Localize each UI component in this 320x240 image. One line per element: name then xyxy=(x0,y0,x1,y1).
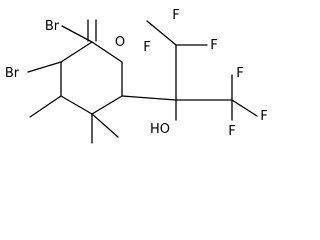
carbonyl-bond xyxy=(87,19,97,42)
bond-c4-quat xyxy=(121,95,177,101)
oxygen-label: O xyxy=(115,35,125,50)
fluorine-label-top-right: F xyxy=(210,38,217,53)
bond-c1-c2 xyxy=(60,41,93,63)
bond-cf3-upper-f-top xyxy=(146,20,177,46)
hydroxyl-label: HO xyxy=(150,122,170,137)
bond-c2-c3 xyxy=(91,41,123,63)
side-chain-bonds xyxy=(146,20,258,121)
fluorine-label-top-left: F xyxy=(172,8,179,23)
bond-cf3-lower-f-right xyxy=(231,99,258,117)
fluorine-label-right: F xyxy=(260,109,267,124)
bond-c5-c6 xyxy=(60,95,93,115)
molecule-structure: Br Br O HO F F F F F F xyxy=(5,8,268,144)
ring-bonds xyxy=(60,41,123,115)
fluorine-label-cf3-top: F xyxy=(236,66,243,81)
atom-labels: Br Br O HO F F F F F F xyxy=(5,8,268,139)
bromine-label-upper: Br xyxy=(45,19,60,34)
bond-c1-br xyxy=(27,61,62,73)
bond-c6-methyl xyxy=(29,95,62,118)
fluorine-label-mid-left: F xyxy=(143,40,150,55)
fluorine-label-bottom: F xyxy=(228,124,235,139)
bond-c2-br xyxy=(61,25,93,43)
bond-c5-methyl-b xyxy=(91,113,119,138)
bromine-label-lower: Br xyxy=(5,66,20,81)
substituent-bonds xyxy=(27,25,177,144)
bond-c4-c5 xyxy=(91,95,123,115)
